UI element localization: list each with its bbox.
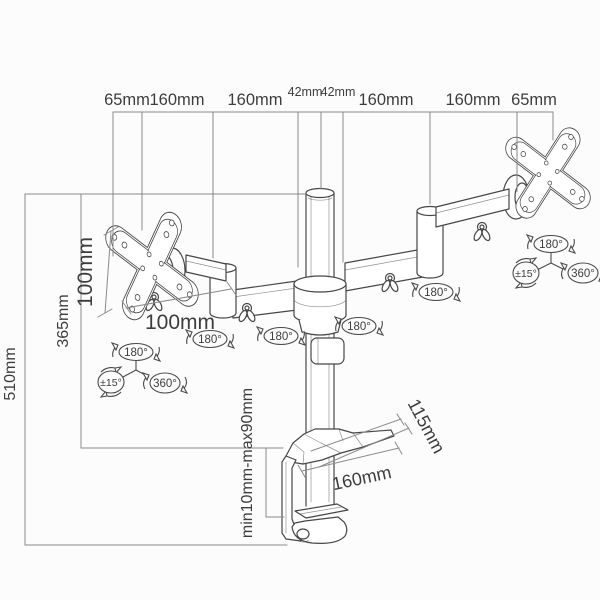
cable-clip (310, 337, 345, 365)
product-drawing (97, 120, 598, 544)
dim-label-vesa-width: 100mm (145, 311, 215, 334)
left-swivel-label: 180° (124, 347, 148, 359)
joint-rotation-label-2: 180° (269, 331, 293, 343)
right-arm (344, 174, 530, 294)
dim-label-top-160mm-1: 160mm (149, 91, 204, 109)
dim-label-above-desk: 365mm (55, 294, 72, 347)
right-elbow-joint (416, 210, 444, 279)
base-depth-dimension (310, 413, 413, 468)
dim-label-top-160mm-2: 160mm (227, 91, 282, 109)
clamp-base-plate (285, 428, 395, 465)
clamp-knob (296, 528, 310, 540)
joint-rotation-label-1: 180° (198, 334, 222, 346)
clamp-upper-pad (294, 503, 349, 519)
base-width-dimension (297, 441, 403, 478)
left-forearm-tube (185, 254, 227, 282)
dim-label-top-42mm-left: 42mm (288, 85, 323, 99)
left-elbow-joint (209, 267, 237, 319)
right-forearm-tube (435, 188, 510, 228)
left-vesa-rotation-symbol (97, 342, 188, 398)
right-forearm-thumbscrew (471, 221, 493, 243)
right-vesa-rotation-symbol (512, 234, 600, 289)
dimension-lines (24, 111, 554, 546)
top-dimension-chain (112, 111, 554, 268)
dim-label-top-65mm-right: 65mm (511, 91, 557, 109)
dim-label-top-160mm-3: 160mm (358, 91, 413, 109)
joint-rotation-label-3: 180° (347, 321, 371, 333)
vesa-height-dimension (97, 226, 119, 318)
dim-label-top-160mm-4: 160mm (445, 91, 500, 109)
right-spin-label: 360° (571, 268, 595, 280)
rotation-indicators (97, 234, 600, 398)
joint-rotation-label-4: 180° (424, 287, 448, 299)
desk-thickness-bracket (265, 447, 285, 518)
rotation-labels: 180° 180° 180° 180° 180° ±15° 360° 180° … (100, 239, 595, 390)
left-spin-label: 360° (153, 378, 177, 390)
dim-label-total-height: 510mm (2, 347, 19, 400)
height-dimension-lines (24, 193, 307, 546)
left-tilt-label: ±15° (100, 377, 122, 389)
dim-label-vesa-height: 100mm (74, 237, 97, 307)
right-swivel-label: 180° (539, 239, 563, 251)
dim-label-base-depth: 115mm (404, 396, 449, 457)
dim-label-top-42mm-right: 42mm (321, 85, 356, 99)
pole-collar (293, 275, 347, 365)
dim-label-base-width: 160mm (330, 462, 393, 494)
dim-label-desk-thickness: min10mm-max90mm (239, 388, 256, 538)
dim-label-top-65mm-left: 65mm (104, 91, 150, 109)
desk-clamp (281, 428, 395, 544)
vesa-width-dimension (121, 281, 237, 315)
right-tilt-label: ±15° (515, 268, 537, 280)
